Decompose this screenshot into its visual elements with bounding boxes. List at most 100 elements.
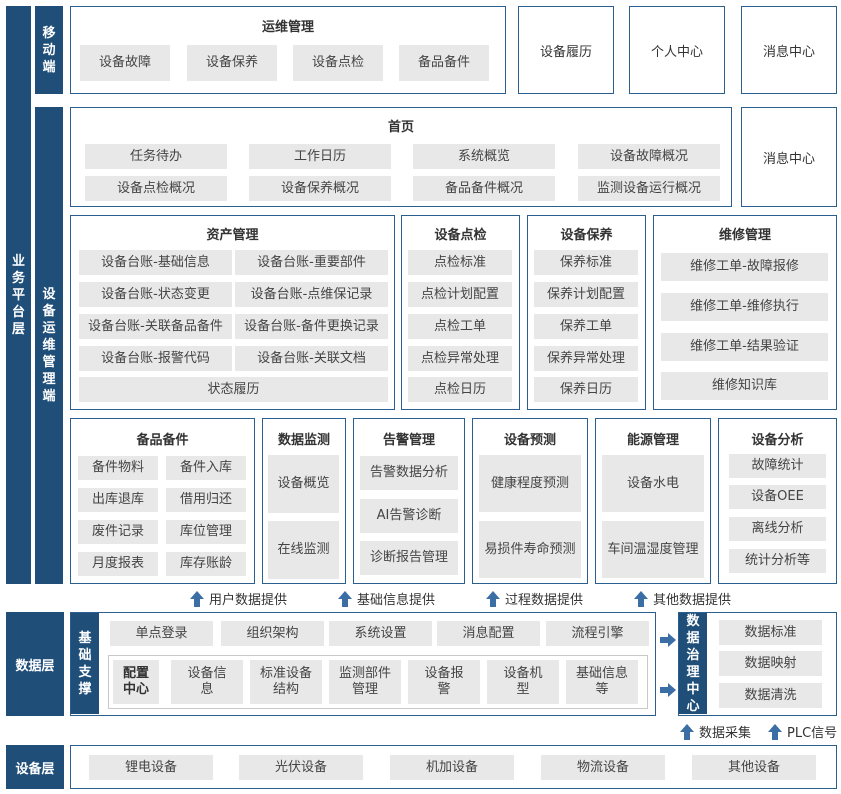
monitor-item[interactable]: 在线监测 bbox=[268, 521, 339, 579]
mobile-ops-item[interactable]: 设备保养 bbox=[187, 45, 277, 81]
spare-item[interactable]: 备件入库 bbox=[166, 456, 246, 480]
repair-item[interactable]: 维修工单-结果验证 bbox=[661, 333, 828, 361]
spare-item[interactable]: 库位管理 bbox=[166, 520, 246, 544]
base-support-panel: 基础支撑 单点登录 组织架构 系统设置 消息配置 流程引擎 配置中心 设备信息 … bbox=[70, 612, 656, 716]
spare-item[interactable]: 月度报表 bbox=[78, 552, 158, 576]
data-supply-user: 用户数据提供 bbox=[190, 589, 287, 608]
asset-item[interactable]: 设备台账-状态变更 bbox=[79, 282, 232, 307]
asset-item[interactable]: 设备台账-关联文档 bbox=[235, 346, 388, 371]
base-item[interactable]: 流程引擎 bbox=[546, 621, 649, 646]
predict-item[interactable]: 健康程度预测 bbox=[479, 455, 581, 512]
config-item[interactable]: 设备机型 bbox=[487, 660, 559, 704]
asset-item[interactable]: 设备台账-备件更换记录 bbox=[235, 314, 388, 339]
alarm-item[interactable]: 诊断报告管理 bbox=[360, 541, 458, 575]
energy-item[interactable]: 车间温湿度管理 bbox=[602, 521, 704, 578]
mobile-ops-item[interactable]: 设备故障 bbox=[80, 45, 170, 81]
panel-title: 设备预测 bbox=[503, 433, 556, 448]
alarm-item[interactable]: AI告警诊断 bbox=[360, 499, 458, 533]
home-item[interactable]: 工作日历 bbox=[249, 144, 391, 169]
spare-item[interactable]: 借用归还 bbox=[166, 488, 246, 512]
energy-item[interactable]: 设备水电 bbox=[602, 455, 704, 512]
config-item[interactable]: 基础信息等 bbox=[566, 660, 638, 704]
inspect-item[interactable]: 点检工单 bbox=[408, 314, 512, 339]
spare-item[interactable]: 出库退库 bbox=[78, 488, 158, 512]
maintain-item[interactable]: 保养标准 bbox=[534, 250, 638, 275]
asset-item[interactable]: 设备台账-点维保记录 bbox=[235, 282, 388, 307]
home-item[interactable]: 监测设备运行概况 bbox=[578, 176, 720, 201]
repair-item[interactable]: 维修工单-维修执行 bbox=[661, 293, 828, 321]
home-item[interactable]: 设备故障概况 bbox=[578, 144, 720, 169]
mobile-ops-item[interactable]: 备品备件 bbox=[399, 45, 489, 81]
home-panel: 首页 任务待办 工作日历 系统概览 设备故障概况 设备点检概况 设备保养概况 备… bbox=[70, 107, 732, 207]
maintain-item[interactable]: 保养计划配置 bbox=[534, 282, 638, 307]
up-arrow-icon bbox=[486, 590, 500, 607]
home-item[interactable]: 设备点检概况 bbox=[85, 176, 227, 201]
spare-item[interactable]: 废件记录 bbox=[78, 520, 158, 544]
device-item[interactable]: 锂电设备 bbox=[89, 755, 213, 780]
alarm-panel: 告警管理 告警数据分析 AI告警诊断 诊断报告管理 bbox=[353, 418, 465, 584]
ops-message-center[interactable]: 消息中心 bbox=[741, 107, 837, 207]
inspect-item[interactable]: 点检日历 bbox=[408, 377, 512, 402]
home-item[interactable]: 任务待办 bbox=[85, 144, 227, 169]
asset-item[interactable]: 设备台账-报警代码 bbox=[79, 346, 232, 371]
governance-item[interactable]: 数据映射 bbox=[719, 651, 822, 676]
governance-item[interactable]: 数据标准 bbox=[719, 620, 822, 645]
mobile-side-messages[interactable]: 消息中心 bbox=[741, 6, 837, 94]
base-item[interactable]: 组织架构 bbox=[221, 621, 324, 646]
predict-panel: 设备预测 健康程度预测 易损件寿命预测 bbox=[472, 418, 588, 584]
spare-item[interactable]: 备件物料 bbox=[78, 456, 158, 480]
inspect-item[interactable]: 点检标准 bbox=[408, 250, 512, 275]
config-center-label: 配置中心 bbox=[113, 660, 159, 704]
inspect-item[interactable]: 点检异常处理 bbox=[408, 346, 512, 371]
asset-item[interactable]: 设备台账-关联备品备件 bbox=[79, 314, 232, 339]
mobile-ops-item[interactable]: 设备点检 bbox=[293, 45, 383, 81]
spare-panel: 备品备件 备件物料 备件入库 出库退库 借用归还 废件记录 库位管理 月度报表 … bbox=[70, 418, 255, 584]
inspect-panel: 设备点检 点检标准 点检计划配置 点检工单 点检异常处理 点检日历 bbox=[401, 215, 520, 410]
repair-item[interactable]: 维修知识库 bbox=[661, 372, 828, 400]
panel-title: 数据监测 bbox=[277, 433, 330, 448]
predict-item[interactable]: 易损件寿命预测 bbox=[479, 521, 581, 578]
mobile-side-history[interactable]: 设备履历 bbox=[518, 6, 614, 94]
analysis-item[interactable]: 设备OEE bbox=[729, 485, 826, 509]
data-supply-base: 基础信息提供 bbox=[338, 589, 435, 608]
device-panel: 锂电设备 光伏设备 机加设备 物流设备 其他设备 bbox=[70, 745, 837, 789]
asset-item[interactable]: 状态履历 bbox=[79, 377, 388, 402]
maintain-item[interactable]: 保养工单 bbox=[534, 314, 638, 339]
panel-title: 设备点检 bbox=[434, 228, 487, 243]
spare-item[interactable]: 库存账龄 bbox=[166, 552, 246, 576]
analysis-item[interactable]: 统计分析等 bbox=[729, 549, 826, 573]
maintain-item[interactable]: 保养日历 bbox=[534, 377, 638, 402]
governance-label: 数据治理中心 bbox=[679, 613, 707, 714]
monitor-item[interactable]: 设备概览 bbox=[268, 455, 339, 513]
repair-item[interactable]: 维修工单-故障报修 bbox=[661, 253, 828, 281]
asset-item[interactable]: 设备台账-基础信息 bbox=[79, 250, 232, 275]
config-item[interactable]: 监测部件管理 bbox=[329, 660, 401, 704]
base-item[interactable]: 单点登录 bbox=[110, 621, 213, 646]
base-item[interactable]: 系统设置 bbox=[329, 621, 432, 646]
maintain-item[interactable]: 保养异常处理 bbox=[534, 346, 638, 371]
analysis-item[interactable]: 故障统计 bbox=[729, 454, 826, 478]
up-arrow-icon bbox=[768, 723, 782, 740]
device-item[interactable]: 光伏设备 bbox=[239, 755, 363, 780]
inspect-item[interactable]: 点检计划配置 bbox=[408, 282, 512, 307]
base-item[interactable]: 消息配置 bbox=[437, 621, 540, 646]
mobile-ops-panel: 运维管理 设备故障 设备保养 设备点检 备品备件 bbox=[70, 6, 506, 94]
alarm-item[interactable]: 告警数据分析 bbox=[360, 456, 458, 490]
home-item[interactable]: 备品备件概况 bbox=[413, 176, 555, 201]
device-item[interactable]: 物流设备 bbox=[541, 755, 665, 780]
config-item[interactable]: 标准设备结构 bbox=[250, 660, 322, 704]
config-item[interactable]: 设备信息 bbox=[171, 660, 243, 704]
config-item[interactable]: 设备报警 bbox=[408, 660, 480, 704]
asset-item[interactable]: 设备台账-重要部件 bbox=[235, 250, 388, 275]
asset-panel: 资产管理 设备台账-基础信息 设备台账-重要部件 设备台账-状态变更 设备台账-… bbox=[70, 215, 395, 410]
device-item[interactable]: 其他设备 bbox=[692, 755, 816, 780]
analysis-item[interactable]: 离线分析 bbox=[729, 517, 826, 541]
mobile-side-profile[interactable]: 个人中心 bbox=[629, 6, 725, 94]
home-item[interactable]: 系统概览 bbox=[413, 144, 555, 169]
maintain-panel: 设备保养 保养标准 保养计划配置 保养工单 保养异常处理 保养日历 bbox=[527, 215, 646, 410]
device-item[interactable]: 机加设备 bbox=[390, 755, 514, 780]
up-arrow-icon bbox=[680, 723, 694, 740]
device-layer-label: 设备层 bbox=[6, 745, 64, 789]
governance-item[interactable]: 数据清洗 bbox=[719, 683, 822, 708]
home-item[interactable]: 设备保养概况 bbox=[249, 176, 391, 201]
